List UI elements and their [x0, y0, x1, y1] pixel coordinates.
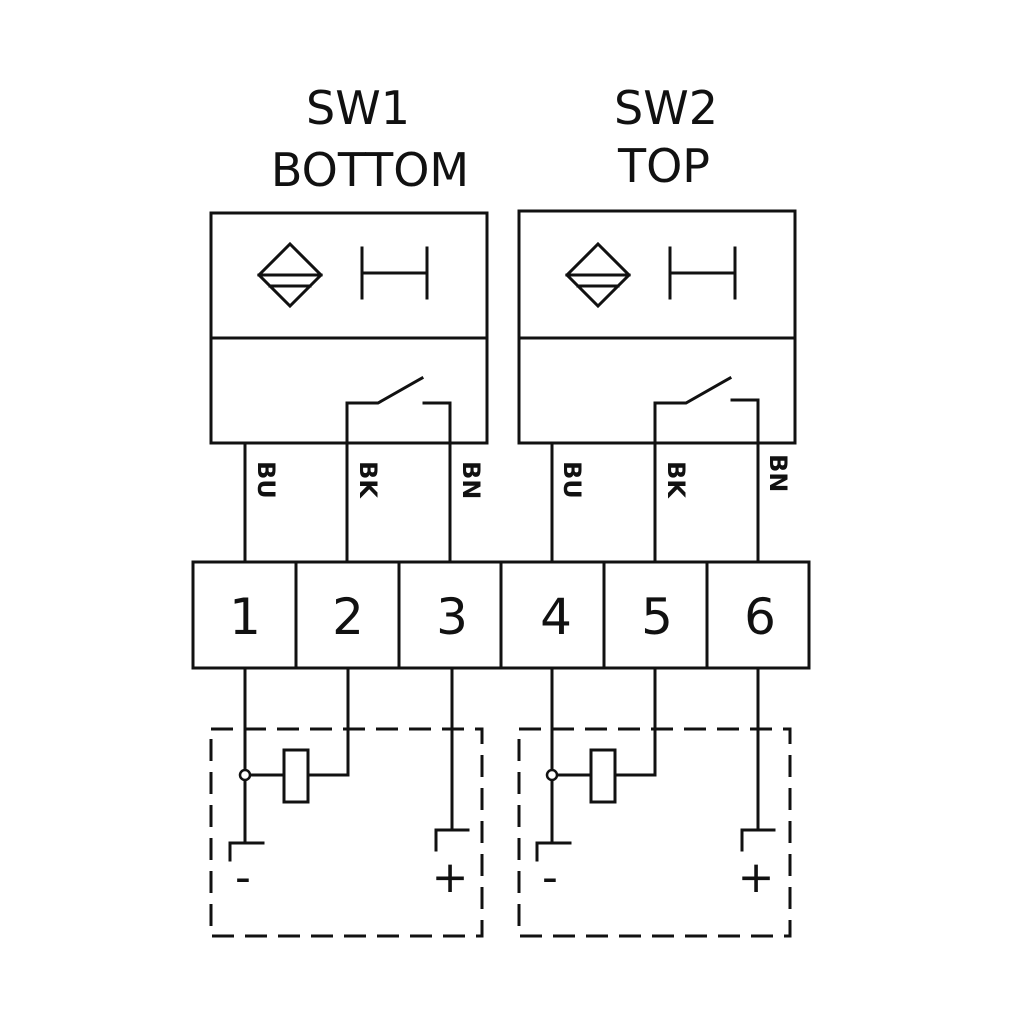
switch-sw1: SW1 BOTTOM BU BK BN [209, 81, 489, 562]
sw1-wire-label-bk: BK [354, 461, 382, 499]
sw2-wire-label-bn: BN [764, 454, 792, 492]
load-2-resistor [589, 748, 617, 804]
load-1-resistor [282, 748, 310, 804]
sw1-wire-label-bn: BN [457, 461, 485, 499]
terminal-4-label: 4 [540, 588, 572, 646]
load-2-junction [545, 768, 559, 782]
terminal-5-label: 5 [641, 588, 673, 646]
sw1-sensor-body [209, 211, 489, 445]
terminal-3-label: 3 [436, 588, 468, 646]
sw2-wire-label-bk: BK [662, 461, 690, 499]
sw1-wire-label-bu: BU [252, 461, 280, 499]
terminal-block: 1 2 3 4 5 6 [191, 560, 811, 670]
load-circuit-1: - + [209, 666, 484, 938]
sw1-position-label: BOTTOM [271, 143, 469, 197]
sw2-wire-label-bu: BU [558, 461, 586, 499]
sw1-name-label: SW1 [306, 81, 410, 135]
load-2-plus-label: + [738, 852, 775, 903]
terminal-6-label: 6 [744, 588, 776, 646]
load-1-minus-label: - [235, 852, 251, 903]
sw2-position-label: TOP [617, 139, 710, 193]
sw2-name-label: SW2 [614, 81, 718, 135]
load-circuit-2: - + [517, 666, 792, 938]
normally-open-switch-icon [345, 375, 452, 562]
float-sensor-icon [564, 241, 632, 309]
load-1-junction [238, 768, 252, 782]
sw2-sensor-body [517, 209, 797, 445]
load-2-minus-label: - [542, 852, 558, 903]
contact-symbol-icon [668, 246, 737, 300]
contact-symbol-icon [360, 246, 429, 300]
terminal-2-label: 2 [332, 588, 364, 646]
terminal-1-label: 1 [229, 588, 261, 646]
switch-sw2: SW2 TOP BU BK BN [517, 81, 797, 562]
load-1-plus-label: + [432, 852, 469, 903]
normally-open-switch-icon [653, 375, 760, 562]
float-sensor-icon [256, 241, 324, 309]
